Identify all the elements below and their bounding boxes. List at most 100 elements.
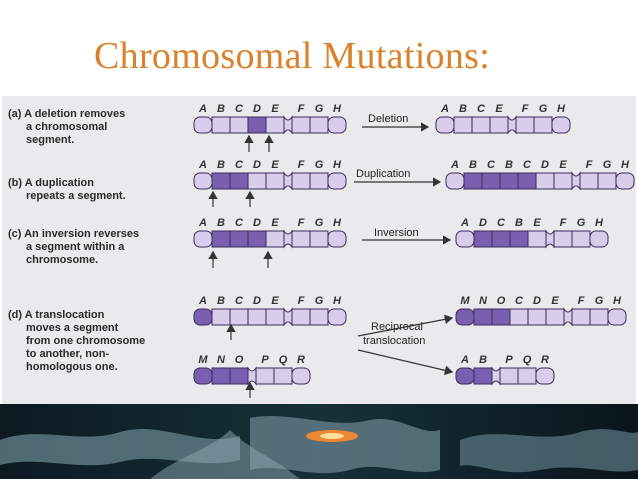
arrow-duplication: Duplication [354,168,442,187]
segment-r [291,367,311,385]
gene-label: E [533,217,541,229]
svg-text:Inversion: Inversion [374,227,419,239]
desc-d: (d) A translocation moves a segment from… [8,309,145,373]
gene-label: C [515,295,524,307]
gene-label: C [235,295,244,307]
segment-g [309,308,329,326]
gene-label: G [577,217,586,229]
gene-label: B [217,103,225,115]
gene-label: C [235,217,244,229]
segment-e [545,308,565,326]
segment-g [533,116,553,134]
segment-h [327,116,347,134]
segment-b [211,116,231,134]
gene-label: H [333,103,342,115]
segment-p [499,367,519,385]
gene-label: E [271,103,279,115]
svg-text:to another, non-: to another, non- [26,348,109,360]
segment-f [291,172,311,190]
gene-label: O [497,295,506,307]
centromere [247,366,257,386]
gene-label: E [271,295,279,307]
segment-g [309,172,329,190]
segment-o [229,367,249,385]
gene-label: D [253,103,261,115]
svg-text:repeats a segment.: repeats a segment. [26,190,126,202]
gene-label: E [271,217,279,229]
slide-title: Chromosomal Mutations: [94,35,491,77]
svg-text:Duplication: Duplication [356,168,410,180]
segment-f [579,172,599,190]
gene-label: H [333,159,342,171]
segment-b [211,172,231,190]
segment-o [491,308,511,326]
segment-b [509,230,529,248]
gene-label: Q [523,354,532,366]
gene-label: A [440,103,449,115]
gene-label: E [559,159,567,171]
gene-label: N [479,295,488,307]
segment-d [247,116,267,134]
segment-b [453,116,473,134]
segment-h [327,230,347,248]
segment-d [527,308,547,326]
gene-label: O [235,354,244,366]
gene-label: P [505,354,513,366]
segment-f [291,230,311,248]
segment-b [463,172,483,190]
segment-h [327,308,347,326]
gene-label: H [613,295,622,307]
gene-label: B [217,295,225,307]
segment-a [193,230,213,248]
gene-label: A [450,159,459,171]
gene-label: D [253,159,261,171]
segment-e [265,172,285,190]
gene-label: A [460,217,469,229]
arrow-deletion: Deletion [362,113,430,132]
svg-text:(b) A duplication: (b) A duplication [8,177,94,189]
segment-e [527,230,547,248]
segment-a [193,308,213,326]
gene-label: F [578,295,585,307]
svg-text:chromosome.: chromosome. [26,254,98,266]
figure-panel [2,96,636,404]
gene-label: E [271,159,279,171]
svg-text:from one chromosome: from one chromosome [26,335,145,347]
gene-label: N [217,354,226,366]
centromere [283,115,293,135]
gene-label: B [479,354,487,366]
svg-text:homologous one.: homologous one. [26,361,118,373]
segment-b [211,308,231,326]
gene-label: M [460,295,470,307]
segment-a [445,172,465,190]
segment-c [481,172,501,190]
gene-label: A [198,295,207,307]
gene-label: A [198,217,207,229]
gene-label: H [595,217,604,229]
gene-label: F [298,159,305,171]
gene-label: Q [279,354,288,366]
segment-h [607,308,627,326]
gene-label: B [515,217,523,229]
segment-f [515,116,535,134]
segment-a [455,230,475,248]
gene-label: C [487,159,496,171]
segment-a [455,367,475,385]
gene-label: C [477,103,486,115]
segment-e [553,172,573,190]
segment-g [589,308,609,326]
gene-label: F [522,103,529,115]
gene-label: C [497,217,506,229]
gene-label: G [539,103,548,115]
segment-n [211,367,231,385]
gene-label: H [333,217,342,229]
